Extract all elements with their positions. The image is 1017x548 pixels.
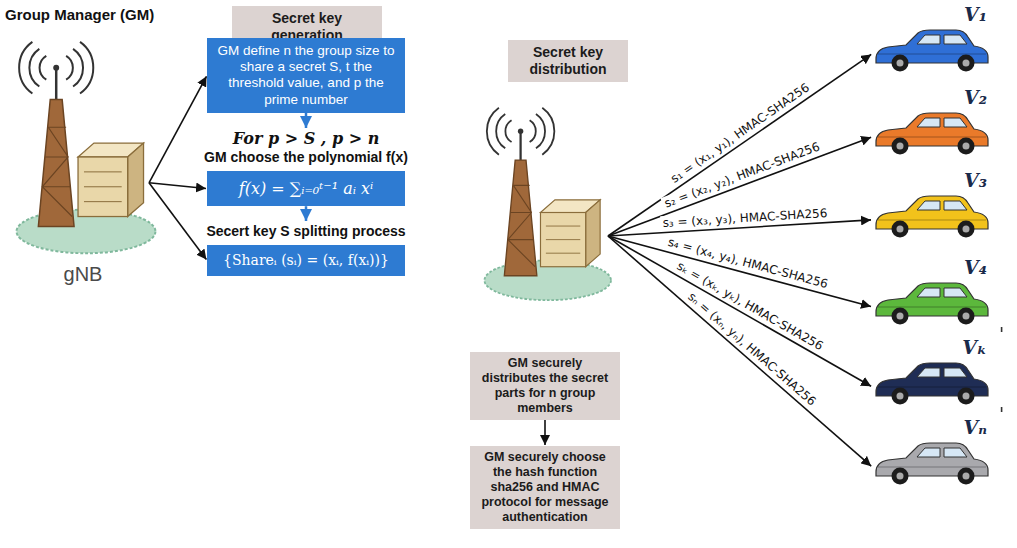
station-label: gNB: [8, 263, 158, 286]
connector-arrow: [305, 113, 308, 128]
step-heading: GM choose the polynomial f(x): [181, 148, 431, 167]
vehicle: V₄: [872, 255, 1007, 327]
connector-arrow: [1001, 407, 1003, 414]
vehicle-label: Vₙ: [872, 415, 1007, 439]
vehicle-label: V₁: [872, 2, 1007, 26]
connector-arrow: [608, 137, 871, 236]
connector-arrow: [149, 183, 206, 189]
grey-box: GM securely distributes the secret parts…: [470, 352, 620, 420]
connector-arrow: [544, 420, 546, 445]
process-box: f(x) = ∑ᵢ₌₀ᵗ⁻¹ aᵢ xⁱ: [207, 171, 405, 206]
tower-icon: [475, 95, 615, 330]
tower-icon: [8, 28, 158, 286]
formula-text: f(x) = ∑ᵢ₌₀ᵗ⁻¹ aᵢ xⁱ: [213, 179, 399, 198]
connector-arrow: [149, 76, 207, 183]
process-box: GM define n the group size to share a se…: [207, 38, 405, 113]
box-text: GM securely choose the hash function sha…: [476, 450, 614, 525]
car-icon: [872, 440, 992, 486]
process-step: Secert key S splitting process {Shareᵢ (s…: [181, 222, 431, 276]
grey-box: GM securely choose the hash function sha…: [470, 446, 620, 529]
car-icon: [872, 280, 992, 326]
connector-arrow: [608, 236, 871, 466]
box-text: GM define n the group size to share a se…: [213, 43, 399, 108]
car-icon: [872, 193, 992, 239]
vehicle-label: V₂: [872, 85, 1007, 109]
connector-arrow: [1001, 327, 1003, 334]
vehicle-label: V₄: [872, 255, 1007, 279]
vehicle: V₃: [872, 168, 1007, 240]
vehicle: V₁: [872, 2, 1007, 74]
process-box: {Shareᵢ (sᵢ) = (xᵢ, f(xᵢ))}: [207, 245, 405, 276]
edge-label: s₃ = (x₃, y₃), HMAC-SHA256: [660, 205, 830, 229]
vehicle: Vₖ: [872, 335, 1007, 407]
process-step: For p > S , p > nGM choose the polynomia…: [181, 129, 431, 206]
car-icon: [872, 110, 992, 156]
grey-box: Secret key distribution: [508, 40, 628, 82]
step-heading: Secert key S splitting process: [181, 222, 431, 241]
vehicle-label: Vₖ: [872, 335, 1007, 359]
formula-text: {Shareᵢ (sᵢ) = (xᵢ, f(xᵢ))}: [213, 252, 399, 269]
connector-arrow: [149, 183, 206, 260]
vehicle: V₂: [872, 85, 1007, 157]
manager-label: Group Manager (GM): [5, 6, 154, 23]
connector-arrow: [608, 54, 871, 236]
step-heading: For p > S , p > n: [181, 129, 431, 148]
car-icon: [872, 27, 992, 73]
box-text: Secret key distribution: [514, 44, 622, 78]
box-text: GM securely distributes the secret parts…: [476, 356, 614, 416]
gnb-tower: gNB: [8, 28, 158, 286]
car-icon: [872, 360, 992, 406]
vehicle-label: V₃: [872, 168, 1007, 192]
gnb-tower: [475, 95, 615, 330]
vehicle: Vₙ: [872, 415, 1007, 487]
connector-arrow: [305, 206, 308, 221]
